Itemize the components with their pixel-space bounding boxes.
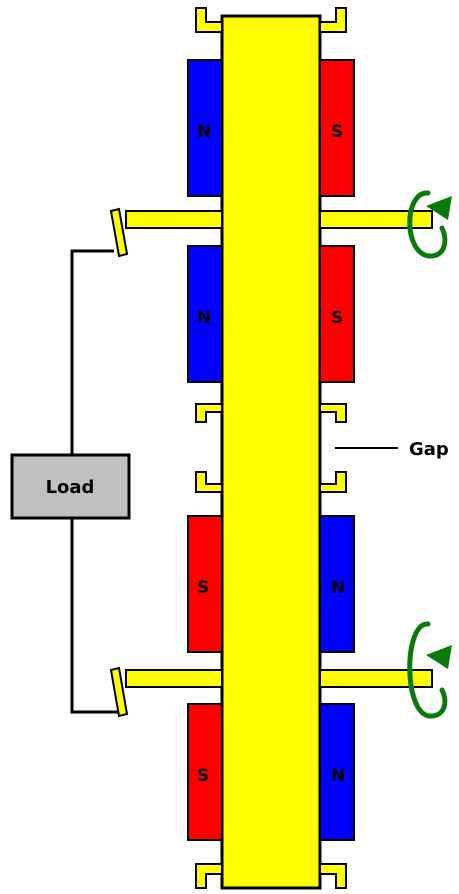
gap-label: Gap xyxy=(409,439,449,460)
magnet-label: S xyxy=(331,122,343,142)
upper-rotation-arrowhead xyxy=(426,196,452,220)
conductor-bar xyxy=(220,14,322,890)
magnet-north-upper-left-2 xyxy=(187,245,223,383)
lower-axle-right xyxy=(319,669,433,688)
magnet-label: N xyxy=(197,308,211,328)
magnet-north-lower-right-2 xyxy=(319,703,355,841)
bottom-left-bracket xyxy=(195,863,223,889)
lower-wire xyxy=(70,518,118,714)
lower-rotation-arrow xyxy=(407,621,448,719)
load-box xyxy=(10,453,131,520)
top-right-bracket xyxy=(319,7,347,33)
magnet-north-lower-right-1 xyxy=(319,515,355,653)
magnet-south-lower-left-1 xyxy=(187,515,223,653)
lower-rotation-arrowhead xyxy=(426,645,452,669)
gap-upper-left-bracket xyxy=(195,403,223,423)
magnet-south-lower-left-2 xyxy=(187,703,223,841)
magnet-north-upper-left-1 xyxy=(187,59,223,197)
magnet-south-upper-right-1 xyxy=(319,59,355,197)
upper-wire xyxy=(70,249,114,455)
lower-axle-left xyxy=(125,669,223,688)
upper-rotation-arrow xyxy=(407,190,448,259)
bottom-right-bracket xyxy=(319,863,347,889)
gap-upper-right-bracket xyxy=(319,403,347,423)
top-left-bracket xyxy=(195,7,223,33)
lower-brush xyxy=(109,666,129,718)
gap-lower-right-bracket xyxy=(319,471,347,493)
magnet-label: S xyxy=(197,578,209,598)
magnet-label: N xyxy=(197,122,211,142)
upper-axle-left xyxy=(125,210,223,229)
magnet-label: S xyxy=(197,766,209,786)
load-label: Load xyxy=(46,477,95,498)
magnet-label: N xyxy=(331,766,345,786)
gap-lower-left-bracket xyxy=(195,471,223,493)
magnet-label: N xyxy=(331,578,345,598)
magnet-label: S xyxy=(331,308,343,328)
upper-brush xyxy=(109,207,129,258)
upper-axle-right xyxy=(319,210,433,229)
magnet-south-upper-right-2 xyxy=(319,245,355,383)
